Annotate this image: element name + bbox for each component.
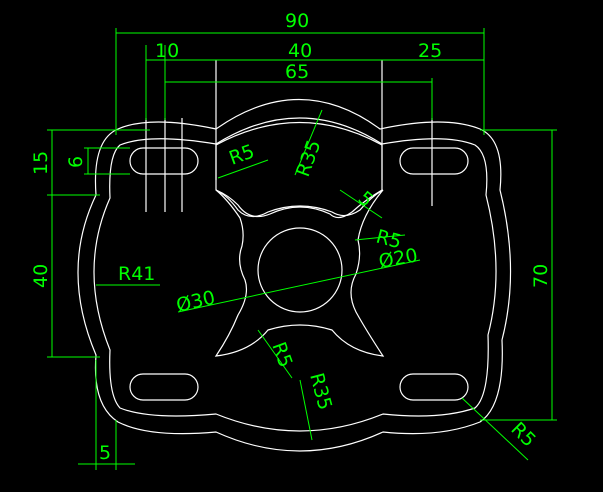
dim-slot-span: 65	[285, 61, 309, 83]
leader-fillet-right	[354, 234, 406, 241]
leader-hole	[177, 259, 421, 313]
dim-right-offset: 25	[418, 40, 442, 62]
dim-fillet-bottom: R5	[267, 339, 296, 370]
leader-fillet-top-left	[217, 159, 269, 179]
dim-left-height: 15	[30, 151, 52, 175]
leader-bottom-arc	[299, 379, 313, 441]
dim-left-arc: R41	[118, 263, 155, 285]
dim-hole-outer: Ø30	[174, 287, 217, 317]
dim-overall-height: 70	[530, 264, 552, 288]
dimension-lines	[47, 28, 557, 470]
slot-bottom-left	[129, 373, 199, 401]
outer-contour	[77, 98, 512, 452]
slot-top-right	[399, 147, 469, 175]
top-window	[215, 121, 383, 219]
dim-overall-width: 90	[285, 10, 309, 32]
inner-offset-contour	[93, 117, 497, 432]
dimension-labels: 90 10 40 25 65 15 6 40 70 5 R5 R35 5 R5 …	[30, 10, 552, 464]
slot-bottom-right	[399, 373, 469, 401]
dim-slot-length: 10	[155, 40, 179, 62]
slot-top-left	[129, 147, 199, 175]
central-cutout	[214, 189, 385, 357]
dim-top-span: 40	[288, 40, 312, 62]
part-geometry	[77, 60, 512, 452]
dim-top-arc: R35	[292, 137, 325, 180]
leader-top-arc	[294, 109, 323, 176]
dim-bottom-arc: R35	[305, 371, 336, 413]
dim-slot-width: 6	[65, 156, 87, 168]
dim-corner-offset: 5	[99, 442, 111, 464]
dim-middle-height: 40	[30, 264, 52, 288]
leader-inner-step	[339, 189, 383, 219]
center-hole	[257, 227, 343, 313]
dim-fillet-bottom-right: R5	[506, 418, 539, 451]
leader-fillet-bottom	[257, 329, 293, 379]
leader-fillet-bottom-right	[461, 397, 529, 461]
